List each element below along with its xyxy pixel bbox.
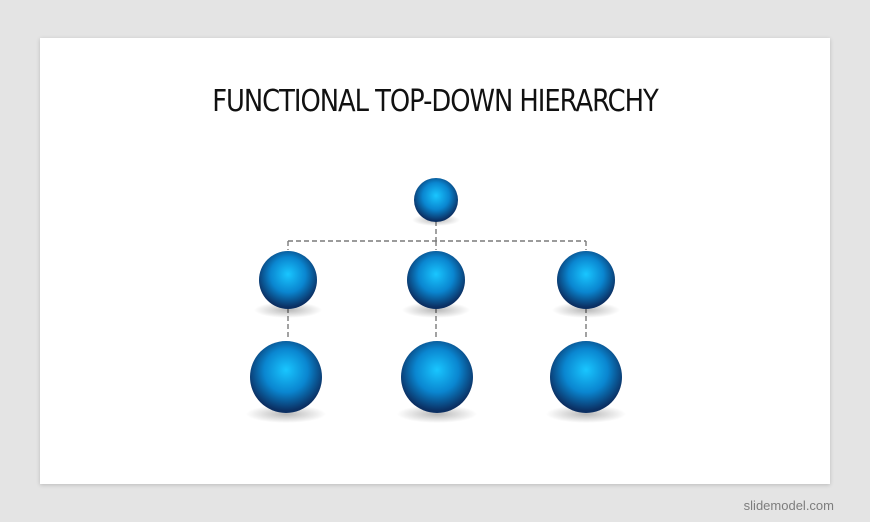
node-shadow [397, 405, 477, 423]
hierarchy-diagram [246, 178, 626, 423]
node-shadow [246, 405, 326, 423]
node-shadow [402, 302, 470, 318]
slide: FUNCTIONAL TOP-DOWN HIERARCHY [40, 38, 830, 484]
node-shadows [246, 214, 626, 423]
node-level1-center [407, 251, 465, 309]
node-level1-left [259, 251, 317, 309]
node-root [414, 178, 458, 222]
node-shadow [552, 302, 620, 318]
slide-title: FUNCTIONAL TOP-DOWN HIERARCHY [212, 84, 659, 119]
watermark-text: slidemodel.com [743, 498, 834, 513]
node-level2-right [550, 341, 622, 413]
node-level2-center [401, 341, 473, 413]
node-level1-right [557, 251, 615, 309]
node-level2-left [250, 341, 322, 413]
node-shadow [254, 302, 322, 318]
nodes [250, 178, 622, 413]
node-shadow [546, 405, 626, 423]
